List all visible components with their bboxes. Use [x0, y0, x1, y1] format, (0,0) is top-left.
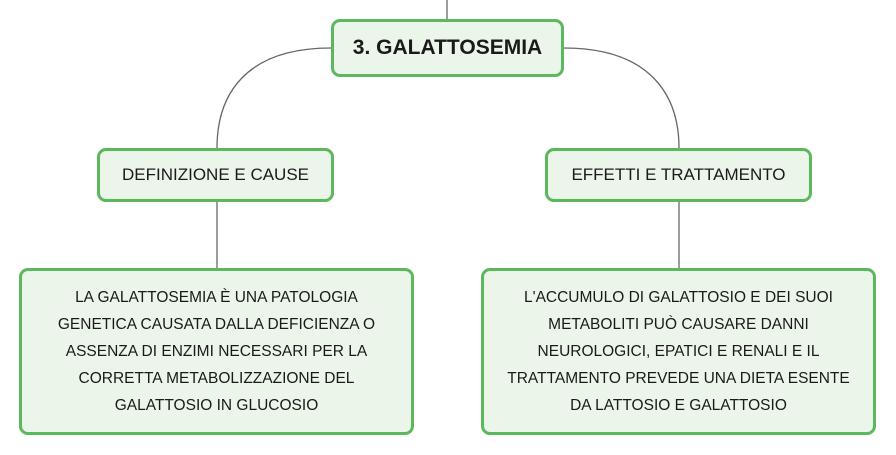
topic-definizione-e-cause[interactable]: DEFINIZIONE E CAUSE — [97, 148, 334, 202]
description-line: GENETICA CAUSATA DALLA DEFICIENZA O — [57, 316, 376, 333]
connector-root-to-effetti — [563, 47, 680, 149]
description-line: TRATTAMENTO PREVEDE UNA DIETA ESENTE — [507, 370, 850, 387]
description-effetti[interactable]: L'ACCUMULO DI GALATTOSIO E DEI SUOI META… — [481, 268, 876, 435]
description-line: GALATTOSIO IN GLUCOSIO — [114, 397, 319, 414]
root-topic-title: 3. GALATTOSEMIA — [352, 36, 543, 59]
connector-root-to-definizione — [216, 47, 332, 149]
description-line: DA LATTOSIO E GALATTOSIO — [570, 397, 787, 414]
description-definizione[interactable]: LA GALATTOSEMIA È UNA PATOLOGIA GENETICA… — [19, 268, 414, 435]
topic-effetti-e-trattamento[interactable]: EFFETTI E TRATTAMENTO — [545, 148, 812, 202]
description-line: NEUROLOGICI, EPATICI E RENALI E IL — [537, 343, 820, 360]
description-line: ASSENZA DI ENZIMI NECESSARI PER LA — [65, 343, 368, 360]
root-topic-node[interactable]: 3. GALATTOSEMIA — [331, 19, 564, 77]
description-line: LA GALATTOSEMIA È UNA PATOLOGIA — [75, 289, 358, 306]
topic-label: DEFINIZIONE E CAUSE — [121, 165, 310, 184]
description-text: L'ACCUMULO DI GALATTOSIO E DEI SUOI META… — [507, 284, 850, 419]
description-line: CORRETTA METABOLIZZAZIONE DEL — [78, 370, 355, 387]
description-line: L'ACCUMULO DI GALATTOSIO E DEI SUOI — [523, 289, 833, 306]
topic-label: EFFETTI E TRATTAMENTO — [571, 165, 786, 184]
description-line: METABOLITI PUÒ CAUSARE DANNI — [548, 316, 809, 333]
description-text: LA GALATTOSEMIA È UNA PATOLOGIA GENETICA… — [58, 284, 375, 419]
